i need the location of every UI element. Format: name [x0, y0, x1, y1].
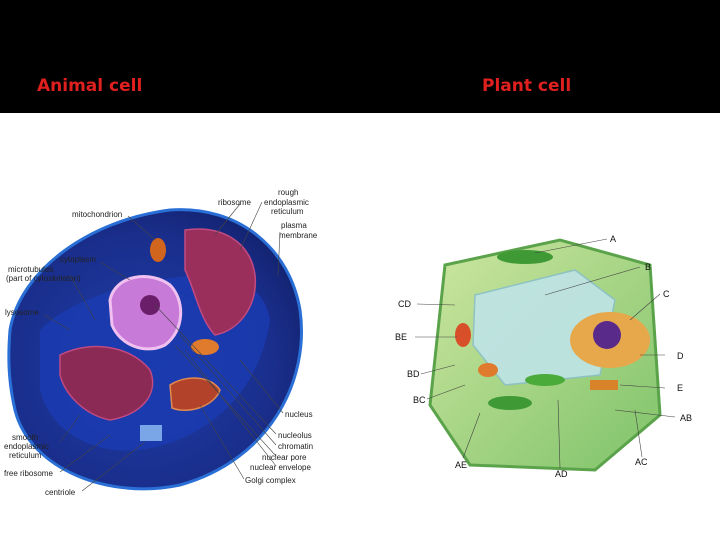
plant-mitochondrion [455, 323, 471, 347]
label-plasma-2: membrane [279, 231, 318, 240]
label-e: E [677, 383, 683, 393]
plant-cell-title: Plant cell [482, 76, 572, 96]
label-b: B [645, 262, 651, 272]
slide-header [0, 0, 720, 113]
label-microtubules-1: microtubules [8, 265, 53, 274]
label-smooth-er-2: endoplasmic [4, 442, 49, 451]
plant-cell-diagram: A B C CD BE D BD E BC AB AE AC AD [385, 225, 720, 485]
label-cytoplasm: cytoplasm [60, 255, 96, 264]
label-c: C [663, 289, 670, 299]
animal-rough-er-2 [59, 345, 154, 421]
animal-cell-title: Animal cell [37, 76, 143, 96]
label-cd: CD [398, 299, 411, 309]
label-ac: AC [635, 457, 648, 467]
label-rough-er-3: reticulum [271, 207, 304, 216]
label-bc: BC [413, 395, 426, 405]
label-smooth-er-1: smooth [12, 433, 38, 442]
label-golgi: Golgi complex [245, 476, 296, 485]
plant-golgi [590, 380, 618, 390]
animal-centriole [140, 425, 162, 441]
label-centriole: centriole [45, 488, 76, 497]
label-bd: BD [407, 369, 420, 379]
plant-chloroplast [497, 250, 553, 264]
plant-chloroplast-3 [525, 374, 565, 386]
label-ribosome: ribosome [218, 198, 251, 207]
label-nucleus: nucleus [285, 410, 313, 419]
plant-cell-svg: A B C CD BE D BD E BC AB AE AC AD [395, 234, 692, 479]
animal-mitochondrion [150, 238, 166, 262]
plant-mitochondrion-2 [478, 363, 498, 377]
label-nuclear-pore: nuclear pore [262, 453, 307, 462]
label-nucleolus: nucleolus [278, 431, 312, 440]
label-ad: AD [555, 469, 568, 479]
plant-chloroplast-2 [488, 396, 532, 410]
label-smooth-er-3: reticulum [9, 451, 42, 460]
label-plasma-1: plasma [281, 221, 307, 230]
label-free-ribosome: free ribosome [4, 469, 53, 478]
label-rough-er-2: endoplasmic [264, 198, 309, 207]
animal-cell-diagram: mitochondrion ribosome rough endoplasmic… [0, 180, 330, 500]
plant-nucleolus [593, 321, 621, 349]
animal-rough-er [184, 228, 257, 336]
label-a: A [610, 234, 616, 244]
label-d: D [677, 351, 684, 361]
animal-golgi [169, 377, 221, 411]
label-lysosome: lysosome [5, 308, 39, 317]
label-rough-er-1: rough [278, 188, 298, 197]
label-ae: AE [455, 460, 467, 470]
label-microtubules-2: (part of cytoskeleton) [6, 274, 81, 283]
label-mitochondrion: mitochondrion [72, 210, 122, 219]
label-chromatin: chromatin [278, 442, 313, 451]
label-nuclear-envelope: nuclear envelope [250, 463, 311, 472]
animal-cell-svg: mitochondrion ribosome rough endoplasmic… [4, 188, 318, 497]
animal-nucleolus [140, 295, 160, 315]
label-be: BE [395, 332, 407, 342]
label-ab: AB [680, 413, 692, 423]
